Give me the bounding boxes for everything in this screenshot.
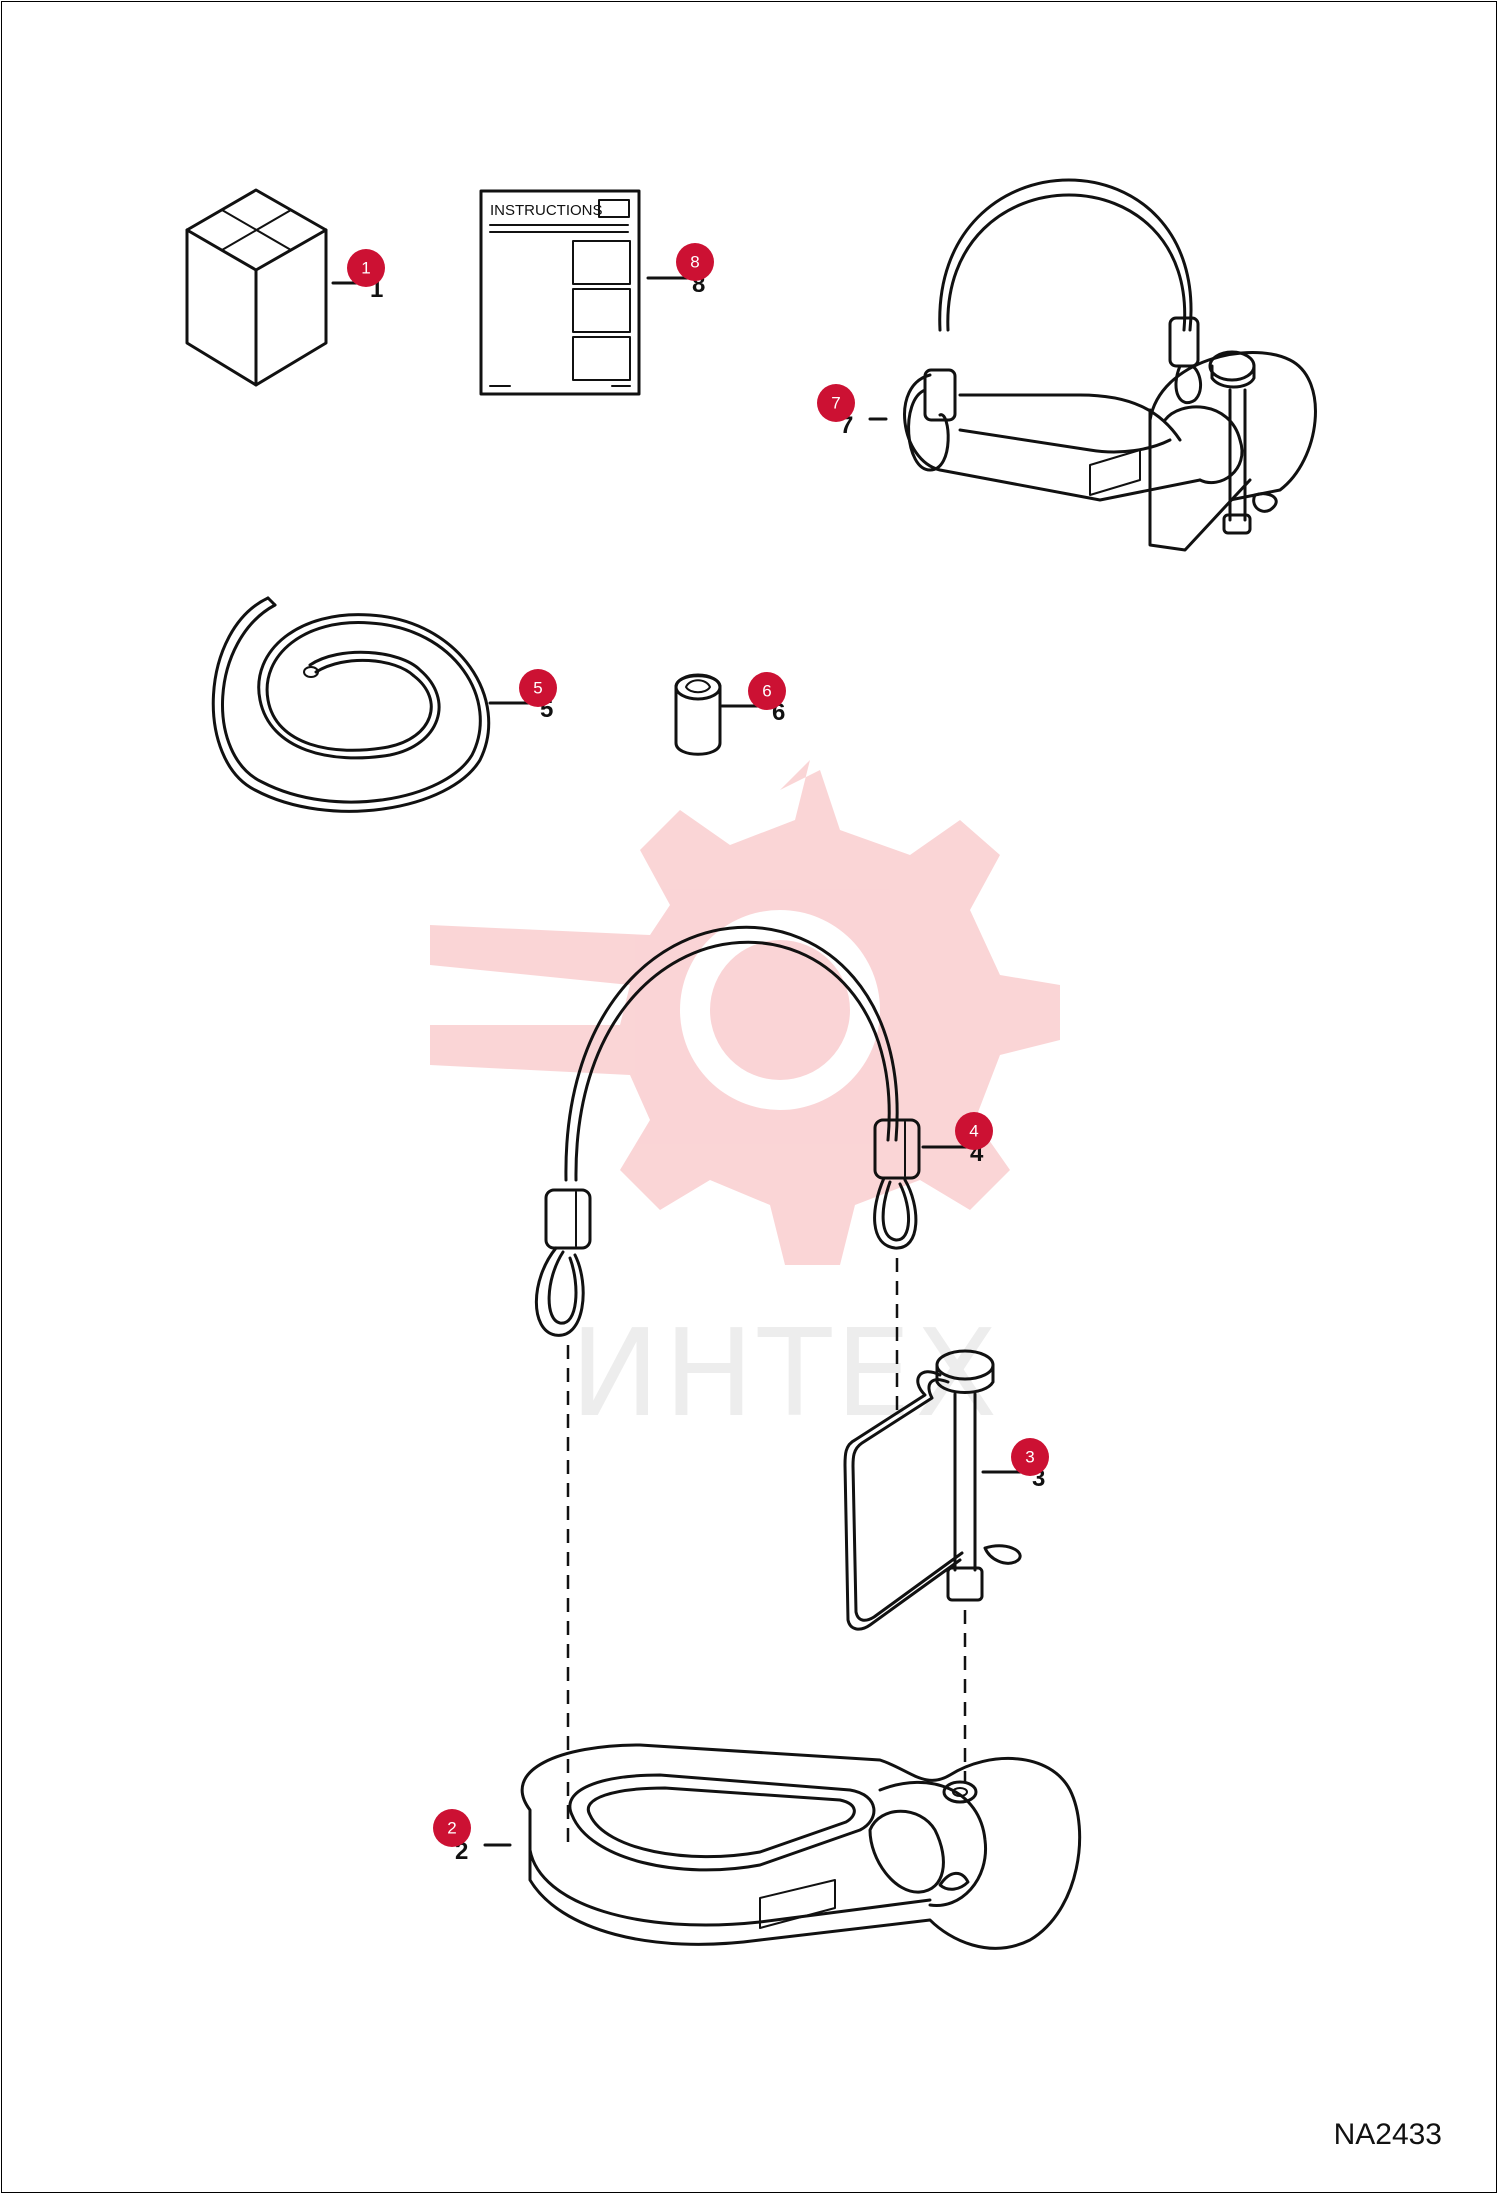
callout-2: 2 2 [433,1809,512,1865]
instructions-title: INSTRUCTIONS [490,202,603,219]
part-instructions-sheet: INSTRUCTIONS [479,189,641,396]
callout-3: 3 3 [981,1438,1049,1492]
part-ferrule [674,673,722,756]
svg-text:1: 1 [361,259,370,278]
watermark-text: ИНТЕХ [570,1305,1001,1444]
svg-text:2: 2 [447,1819,456,1838]
gear-logo-icon [430,760,1060,1265]
part-box [185,188,328,387]
svg-text:5: 5 [533,679,542,698]
watermark: ИНТЕХ [430,760,1060,1444]
assembly-guides [566,1258,967,1850]
svg-text:8: 8 [690,253,699,272]
part-lynch-pin [843,1349,1022,1631]
figure-id: NA2433 [1333,2118,1442,2151]
part-assembly [903,178,1317,552]
part-wire-coil [211,596,491,813]
svg-text:4: 4 [969,1122,978,1141]
callout-5: 5 5 [488,669,557,723]
svg-text:6: 6 [762,682,771,701]
part-pin-holder [520,1743,1082,1950]
svg-text:3: 3 [1025,1448,1034,1467]
callout-1: 1 1 [331,249,385,303]
callout-4: 4 4 [921,1112,993,1167]
callout-7: 7 7 [817,384,888,439]
callout-6: 6 6 [720,672,786,726]
callout-8: 8 8 [646,243,714,298]
svg-text:7: 7 [831,394,840,413]
part-cable [534,925,921,1337]
